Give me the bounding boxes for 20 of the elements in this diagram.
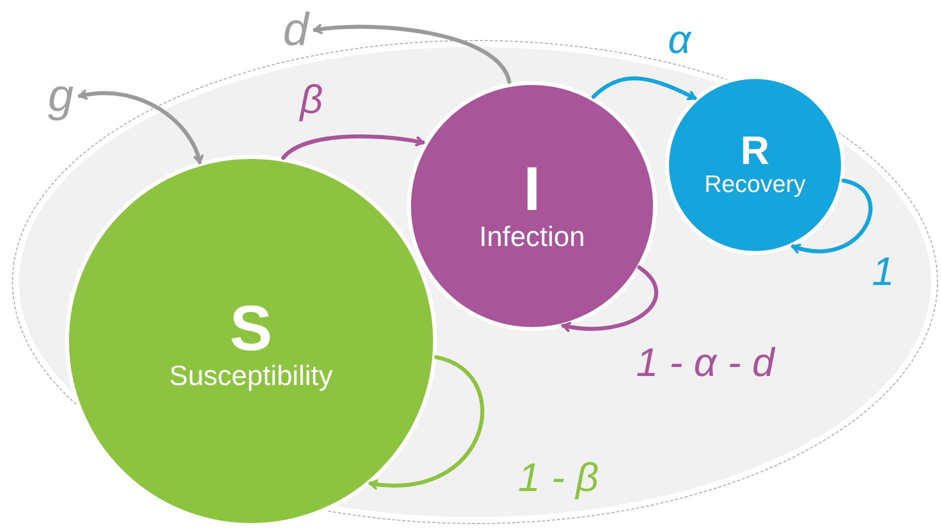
compartment-letter: I xyxy=(523,158,541,221)
self-loop-arrow xyxy=(368,355,484,490)
edge-label: 1 - α - d xyxy=(636,343,774,383)
edge-label: β xyxy=(300,80,323,120)
arrow xyxy=(281,134,425,160)
self-loop-arrow xyxy=(561,266,658,332)
compartment-name: Recovery xyxy=(704,171,806,199)
arrow xyxy=(313,24,512,84)
rate-symbol: g xyxy=(48,72,74,118)
edge-label: 1 xyxy=(872,252,894,292)
compartment-letter: R xyxy=(740,131,770,172)
compartment-name: Susceptibility xyxy=(169,360,333,392)
self-loop-arrow xyxy=(791,178,873,254)
compartment-name: Infection xyxy=(479,220,585,254)
arrow xyxy=(78,90,204,164)
edge-label: 1 - β xyxy=(518,458,599,498)
arrow xyxy=(592,76,697,100)
rate-symbol: d xyxy=(283,6,309,52)
compartment-letter: S xyxy=(230,296,272,360)
edge-label: α xyxy=(668,20,691,60)
